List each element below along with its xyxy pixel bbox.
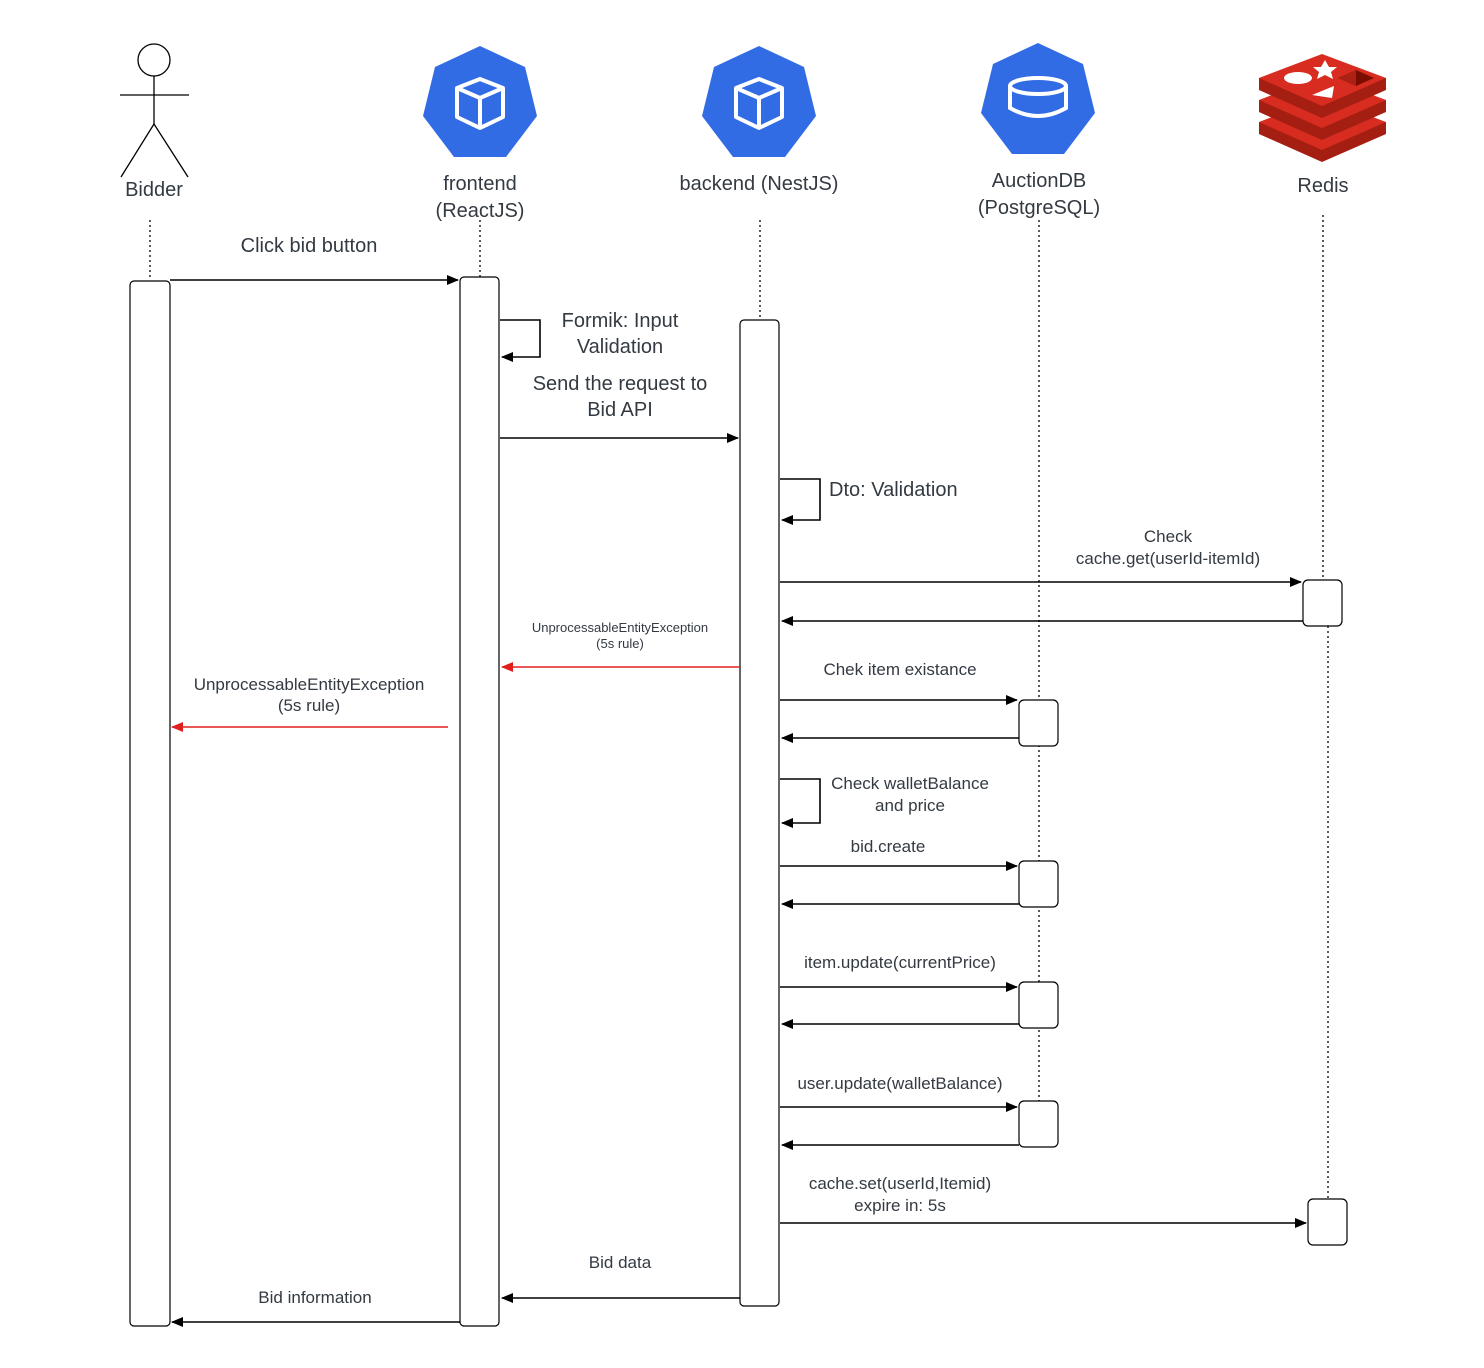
label-exception-backend-1: UnprocessableEntityException	[532, 620, 708, 635]
label-check-2: cache.get(userId-itemId)	[1076, 549, 1260, 568]
activation-redis-set	[1307, 1198, 1348, 1246]
activation-backend	[739, 319, 780, 1307]
participant-label-redis: Redis	[1297, 175, 1348, 197]
label-wallet-2: and price	[875, 796, 945, 815]
participant-label-db-tech: (PostgreSQL)	[978, 197, 1100, 219]
label-click-bid: Click bid button	[241, 235, 378, 257]
label-formik-2: Validation	[577, 336, 663, 358]
label-cache-set-1: cache.set(userId,Itemid)	[809, 1174, 991, 1193]
self-message-wallet	[780, 778, 821, 828]
redis-logo-icon	[1259, 54, 1386, 162]
label-item-update: item.update(currentPrice)	[804, 953, 996, 972]
label-wallet-1: Check walletBalance	[831, 774, 989, 793]
activation-db-item-update	[1018, 981, 1059, 1029]
backend-pod-icon	[702, 46, 816, 157]
label-check-1: Check	[1144, 527, 1193, 546]
actor-stick-figure-icon	[120, 43, 189, 178]
activation-frontend	[459, 276, 500, 1327]
self-message-formik	[500, 319, 541, 362]
label-user-update: user.update(walletBalance)	[797, 1074, 1002, 1093]
participant-label-bidder: Bidder	[125, 179, 183, 201]
label-cache-set-2: expire in: 5s	[854, 1196, 946, 1215]
frontend-pod-icon	[423, 46, 537, 157]
label-bid-data: Bid data	[589, 1253, 652, 1272]
label-dto: Dto: Validation	[829, 479, 958, 501]
participant-label-backend: backend (NestJS)	[680, 173, 839, 195]
label-exception-backend-2: (5s rule)	[596, 636, 644, 651]
activation-db-user-update	[1018, 1100, 1059, 1148]
label-bid-create: bid.create	[851, 837, 926, 856]
participant-label-db: AuctionDB	[992, 170, 1087, 192]
activation-db-item-check	[1018, 699, 1059, 747]
label-exception-frontend-2: (5s rule)	[278, 696, 340, 715]
label-exception-frontend-1: UnprocessableEntityException	[194, 675, 425, 694]
label-formik-1: Formik: Input	[562, 310, 679, 332]
participant-label-frontend: frontend	[443, 173, 516, 195]
activation-db-bid-create	[1018, 860, 1059, 908]
label-check-item: Chek item existance	[823, 660, 976, 679]
activation-bidder	[129, 280, 171, 1327]
label-bid-information: Bid information	[258, 1288, 371, 1307]
label-send-request-1: Send the request to	[533, 373, 708, 395]
self-message-dto	[780, 478, 821, 525]
database-icon	[981, 43, 1095, 154]
participant-label-frontend-tech: (ReactJS)	[436, 200, 525, 222]
activation-redis-get	[1302, 579, 1343, 627]
label-send-request-2: Bid API	[587, 399, 653, 421]
